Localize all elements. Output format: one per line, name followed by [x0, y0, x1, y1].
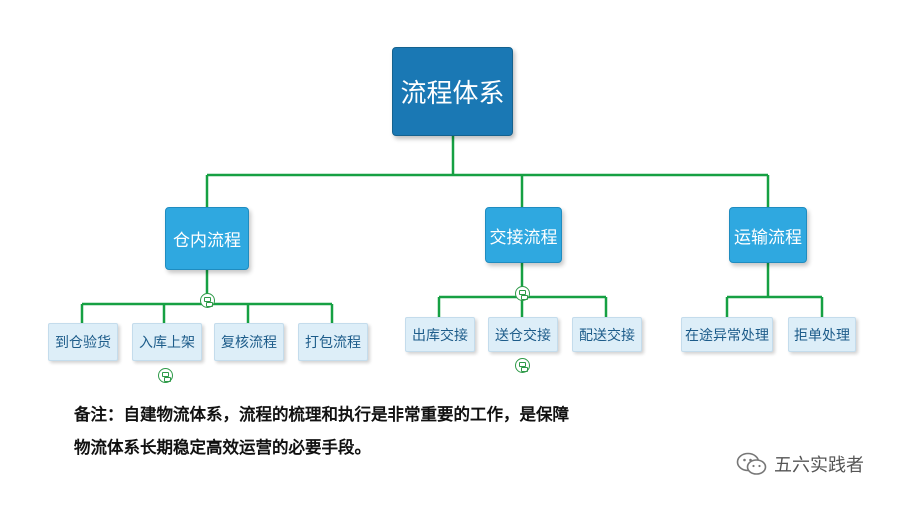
- link-icon: [158, 368, 173, 383]
- leaf-node-outbound-handover: 出库交接: [405, 317, 475, 352]
- wechat-icon: [736, 452, 767, 475]
- leaf-node-rejection-handling: 拒单处理: [788, 317, 856, 352]
- leaf-node-recheck: 复核流程: [214, 323, 284, 361]
- leaf-node-packing: 打包流程: [298, 323, 368, 361]
- leaf-node-inbound-inspection: 到仓验货: [48, 323, 118, 361]
- note-line-1: 备注：自建物流体系，流程的梳理和执行是非常重要的工作，是保障: [74, 405, 569, 424]
- leaf-node-in-transit-exception: 在途异常处理: [681, 317, 773, 352]
- link-icon: [200, 293, 215, 308]
- link-icon: [515, 358, 530, 373]
- root-node: 流程体系: [392, 47, 513, 136]
- group-node-warehouse: 仓内流程: [165, 207, 249, 270]
- note-line-2: 物流体系长期稳定高效运营的必要手段。: [74, 438, 371, 457]
- leaf-node-putaway: 入库上架: [132, 323, 202, 361]
- watermark: 五六实践者: [736, 451, 864, 477]
- link-icon: [515, 286, 530, 301]
- note-text: 备注：自建物流体系，流程的梳理和执行是非常重要的工作，是保障 物流体系长期稳定高…: [74, 398, 834, 464]
- leaf-node-warehouse-delivery-handover: 送仓交接: [488, 317, 558, 352]
- group-node-handover: 交接流程: [485, 207, 562, 263]
- leaf-node-distribution-handover: 配送交接: [572, 317, 642, 352]
- watermark-text: 五六实践者: [774, 455, 864, 476]
- group-node-transport: 运输流程: [729, 207, 807, 263]
